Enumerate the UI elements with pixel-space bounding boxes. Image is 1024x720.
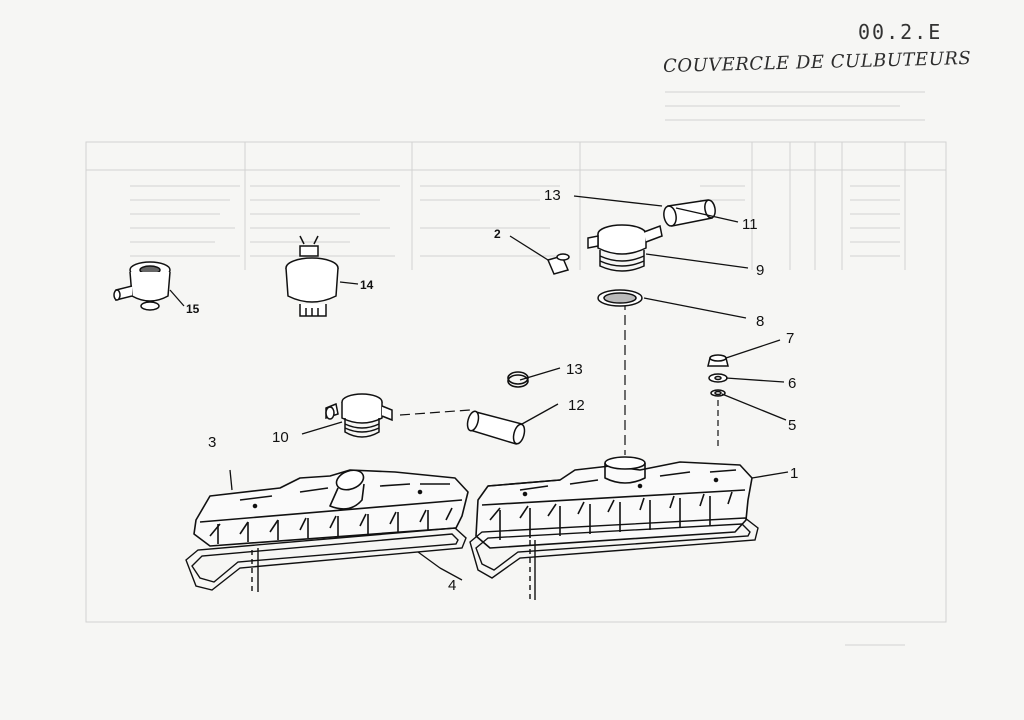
callout-1: 1 — [790, 465, 798, 482]
callout-15: 15 — [186, 302, 200, 316]
leader-lines — [169, 195, 789, 581]
show-through-table — [85, 91, 947, 646]
hose-12 — [466, 410, 526, 445]
page-reference: 00.2.E — [858, 20, 943, 44]
filter-disc-8 — [597, 289, 643, 307]
callout-5: 5 — [788, 417, 796, 434]
rocker-cover-left — [193, 469, 469, 547]
callout-6: 6 — [788, 375, 796, 392]
callout-3: 3 — [208, 434, 216, 451]
leader-line-10-assembly — [399, 409, 471, 416]
gasket-left — [185, 527, 467, 595]
callout-13-top: 13 — [544, 187, 561, 204]
callout-4: 4 — [448, 577, 456, 594]
hose-clamp-13-mid — [507, 371, 529, 388]
callout-12: 12 — [568, 397, 585, 414]
nut-7 — [707, 354, 729, 367]
rocker-cover-right — [475, 456, 753, 549]
callout-11: 11 — [742, 216, 758, 233]
sleeve-2 — [546, 253, 570, 275]
thermostatic-valve-14 — [285, 235, 339, 317]
callout-8: 8 — [756, 313, 764, 330]
washer-6 — [708, 373, 728, 383]
seal-5 — [710, 389, 726, 397]
callout-13-mid: 13 — [566, 361, 583, 378]
hose-11 — [663, 199, 716, 227]
valve-15 — [113, 261, 171, 311]
oil-filler-cap-9 — [587, 224, 663, 272]
callout-2: 2 — [494, 227, 501, 241]
callout-14: 14 — [360, 278, 374, 292]
breather-valve-10 — [325, 393, 393, 438]
callout-10: 10 — [272, 429, 289, 446]
callout-9: 9 — [756, 262, 764, 279]
gasket-right — [469, 517, 759, 600]
callout-7: 7 — [786, 330, 794, 347]
